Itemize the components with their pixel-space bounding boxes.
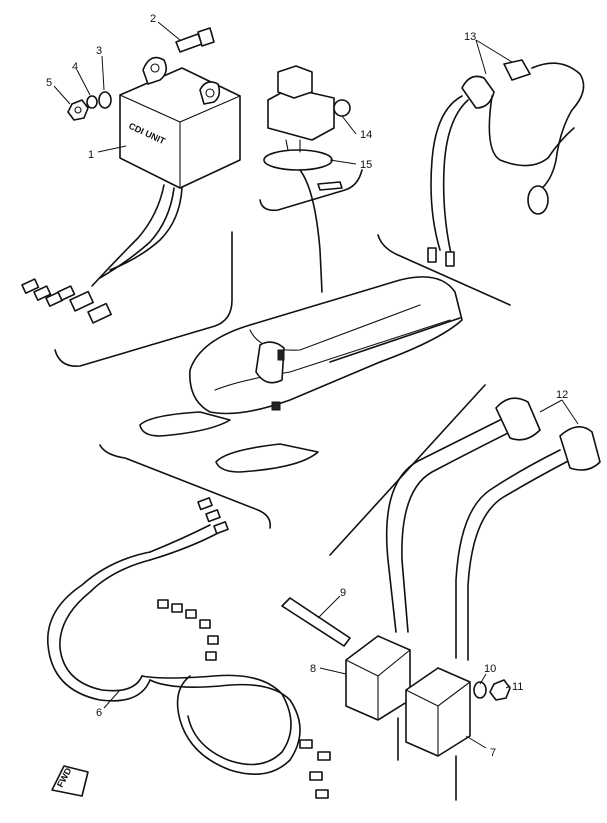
nut-part-5 [67, 99, 89, 121]
bolt-part-2 [175, 27, 215, 53]
relay-cap [277, 65, 313, 99]
cdi-unit-assembly: CDI UNIT [21, 27, 241, 324]
snowmobile-body [139, 276, 463, 473]
ski-left [139, 411, 231, 437]
callout-3: 3 [96, 45, 102, 57]
leader-lines [53, 21, 579, 749]
callout-15: 15 [360, 159, 372, 171]
switch-knob [503, 59, 531, 81]
fwd-direction-marker: FWD [51, 765, 89, 797]
cdi-connectors [21, 278, 112, 324]
ski-right [215, 443, 319, 473]
washer-part-10 [473, 681, 487, 699]
callout-14: 14 [360, 129, 372, 141]
callout-5: 5 [46, 77, 52, 89]
snowmobile-seat-gap [255, 341, 285, 384]
switch-assembly [427, 59, 585, 267]
callout-labels: 1 2 3 4 5 6 7 8 9 10 11 12 13 14 15 [46, 13, 568, 759]
callout-11: 11 [512, 681, 523, 693]
callout-1: 1 [88, 149, 94, 161]
callout-9: 9 [340, 587, 346, 599]
callout-13: 13 [464, 31, 476, 43]
callout-2: 2 [150, 13, 156, 25]
callout-12: 12 [556, 389, 568, 401]
ignition-coil-assembly [281, 397, 601, 801]
callout-7: 7 [490, 747, 496, 759]
cdi-mount-ear-left [142, 56, 168, 85]
relay-strap-part-15 [263, 149, 333, 171]
switch-ring [527, 185, 549, 215]
callout-4: 4 [72, 61, 78, 73]
nut-part-11 [489, 679, 511, 701]
plug-cap-right [559, 426, 601, 471]
washer-part-4 [86, 95, 98, 109]
cdi-mount-ear-right [199, 81, 221, 105]
washer-part-3 [98, 91, 112, 109]
callout-10: 10 [484, 663, 496, 675]
section-dividers [54, 169, 511, 556]
plug-cap-left [495, 397, 541, 441]
harness-connectors-bottom [299, 739, 331, 799]
relay-assembly [263, 65, 351, 293]
bolt-part-9 [281, 597, 351, 647]
callout-8: 8 [310, 663, 316, 675]
callout-6: 6 [96, 707, 102, 719]
wire-harness-part-6 [47, 497, 331, 799]
harness-connectors-middle [157, 599, 219, 661]
switch-body [461, 75, 495, 109]
harness-connectors-top [197, 497, 229, 535]
